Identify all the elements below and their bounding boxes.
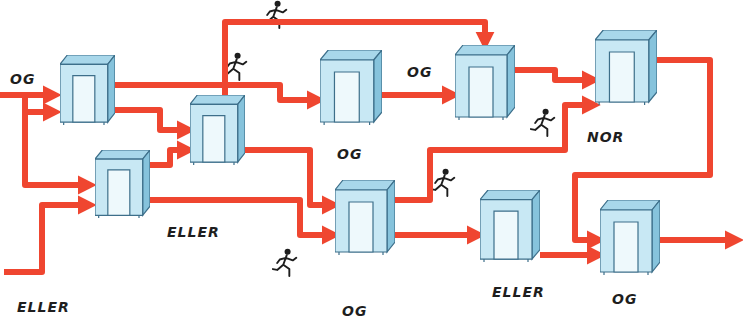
gate-label: OG: [335, 145, 364, 163]
signal-path: [150, 150, 190, 165]
gate-label: OG: [610, 290, 639, 308]
logic-gate: OG: [60, 55, 115, 125]
gate-booth: [480, 190, 540, 262]
gate-booth: [600, 200, 660, 275]
gate-label: NOR: [585, 128, 626, 146]
gate-label: OG: [8, 70, 37, 88]
gate-label: ELLER: [15, 298, 72, 316]
logic-gate: OG: [335, 180, 395, 255]
gate-booth: [320, 50, 382, 125]
signal-path: [115, 110, 190, 130]
signal-path: [395, 232, 480, 238]
runner-figure: [431, 169, 454, 196]
runner-figure: [273, 249, 296, 276]
gate-label: ELLER: [165, 223, 222, 241]
signal-path: [382, 92, 455, 98]
gate-booth: [595, 30, 657, 105]
signal-path: [245, 150, 335, 205]
signal-path: [540, 252, 600, 258]
gate-label: OG: [340, 302, 369, 320]
signal-path: [515, 70, 595, 80]
logic-gate: NOR: [595, 30, 657, 105]
signal-path: [395, 105, 595, 200]
gate-booth: [455, 45, 515, 120]
runner-figure: [531, 109, 554, 136]
gate-booth: [60, 55, 115, 125]
gate-label: ELLER: [490, 283, 547, 301]
gate-label: OG: [405, 63, 434, 81]
logic-gate: OG: [600, 200, 660, 275]
gate-booth: [95, 150, 150, 218]
logic-gate: OG: [320, 50, 382, 125]
logic-gate: ELLER: [190, 95, 245, 165]
logic-gate: OG: [455, 45, 515, 120]
logic-gate: ELLER: [480, 190, 540, 262]
gate-booth: [190, 95, 245, 165]
logic-gate: ELLER: [95, 150, 150, 218]
gate-booth: [335, 180, 395, 255]
